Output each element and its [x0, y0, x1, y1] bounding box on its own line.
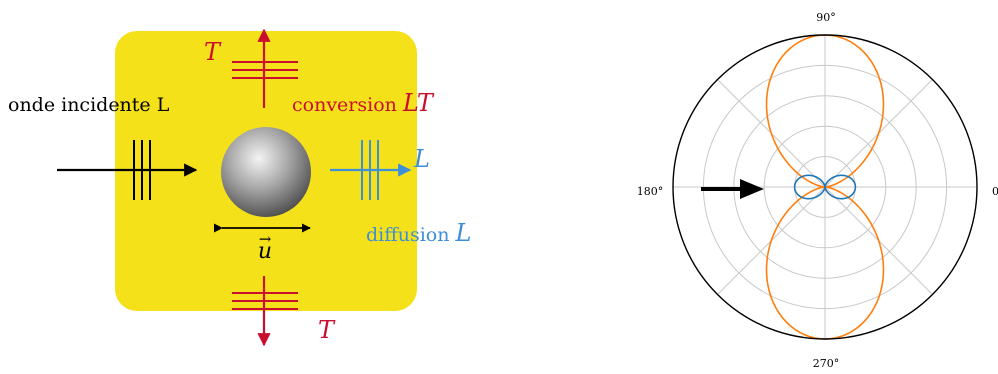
scattered-L-label: L [413, 145, 430, 173]
conversion-word: conversion [292, 94, 403, 116]
diffusion-word: diffusion [366, 224, 456, 246]
conversion-symbol: LT [402, 89, 435, 117]
scatterer-sphere [221, 127, 311, 217]
displacement-vector-arrow-glyph: → [259, 230, 272, 248]
polar-series-longitudinal [793, 174, 857, 200]
polar-angle-label-0: 0 [992, 185, 998, 198]
transverse-down-wavefronts [232, 292, 298, 310]
transverse-top-label: T [204, 38, 222, 66]
conversion-label: conversion LT [292, 89, 435, 117]
transverse-bottom-label: T [318, 316, 336, 344]
scattering-diagram: onde incidente L → u T conversion LT T [8, 28, 471, 347]
polar-plot: 90° 180° 270° 0 [637, 11, 998, 370]
polar-outer-frame [672, 34, 978, 340]
polar-angle-label-270: 270° [813, 357, 840, 370]
transverse-up-wavefronts [232, 61, 298, 79]
displacement-vector-label: u [258, 239, 272, 264]
polar-series [765, 34, 885, 340]
diffusion-label: diffusion L [366, 219, 471, 247]
diffusion-symbol: L [455, 219, 472, 247]
polar-incident-arrowhead [740, 179, 764, 199]
incident-wave-label: onde incidente L [8, 94, 170, 116]
incident-wavefronts [133, 140, 151, 200]
polar-angle-label-180: 180° [637, 185, 664, 198]
longitudinal-wavefronts [361, 140, 379, 200]
polar-angle-label-90: 90° [816, 11, 836, 24]
